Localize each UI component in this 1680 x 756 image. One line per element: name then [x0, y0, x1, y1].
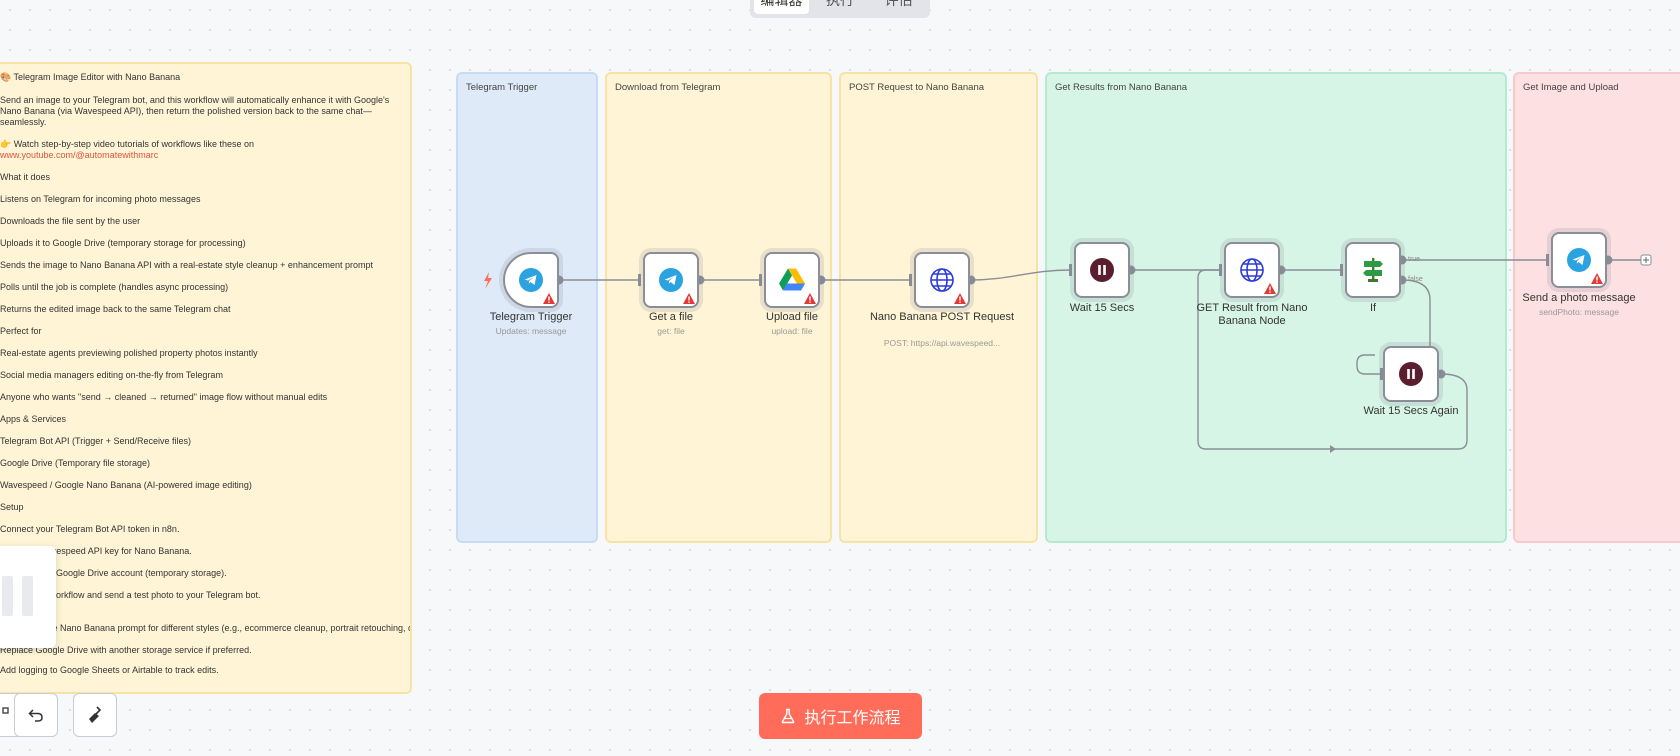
- note-line: Activate the workflow and send a test ph…: [0, 590, 261, 600]
- trigger-bolt-icon: [484, 272, 492, 289]
- warning-icon: [954, 293, 966, 304]
- node-wait-15-secs-again[interactable]: [1383, 346, 1439, 402]
- note-line-customize: Customize the Nano Banana prompt for dif…: [0, 623, 410, 633]
- node-wait-15-secs[interactable]: [1074, 242, 1130, 298]
- note-line-replace: Replace Google Drive with another storag…: [0, 645, 252, 655]
- node-label: Get a file: [648, 311, 694, 323]
- note-title: 🎨 Telegram Image Editor with Nano Banana: [0, 72, 181, 82]
- note-line: Returns the edited image back to the sam…: [0, 304, 231, 314]
- wire-wait-again-input: [1356, 354, 1382, 375]
- group-title: POST Request to Nano Banana: [849, 82, 985, 93]
- globe-icon: [1240, 258, 1264, 282]
- tab-editor[interactable]: 编辑器: [754, 0, 809, 14]
- note-line: Perfect for: [0, 326, 42, 336]
- note-line: Polls until the job is complete (handles…: [0, 282, 229, 292]
- execute-workflow-button[interactable]: 执行工作流程: [759, 693, 922, 739]
- pause-icon: [1090, 258, 1114, 282]
- node-subtitle: get: file: [657, 326, 685, 336]
- wire-loop-back: [1197, 269, 1468, 450]
- node-label: Telegram Trigger: [489, 311, 573, 323]
- warning-icon: [804, 293, 816, 304]
- warning-icon: [1591, 273, 1603, 284]
- node-label: GET Result from Nano Banana Node: [1196, 302, 1308, 327]
- node-subtitle: Updates: message: [495, 326, 567, 336]
- note-line: Apps & Services: [0, 414, 67, 424]
- note-line: Wavespeed / Google Nano Banana (AI-power…: [0, 480, 252, 490]
- group-title: Telegram Trigger: [466, 82, 538, 93]
- tab-executions[interactable]: 执行: [826, 0, 854, 8]
- undo-button[interactable]: [14, 693, 58, 737]
- globe-icon: [930, 268, 954, 292]
- note-line: Connect your Telegram Bot API token in n…: [0, 524, 180, 534]
- group-title: Get Results from Nano Banana: [1055, 82, 1188, 93]
- note-line: Sends the image to Nano Banana API with …: [0, 260, 373, 270]
- telegram-icon: [1567, 248, 1591, 272]
- node-telegram-trigger[interactable]: [503, 252, 559, 308]
- note-line: Social media managers editing on-the-fly…: [0, 370, 223, 380]
- description-body: 🎨 Telegram Image Editor with Nano Banana…: [0, 72, 410, 687]
- google-drive-icon: [779, 268, 805, 291]
- tidy-up-button[interactable]: [73, 693, 117, 737]
- node-subtitle: sendPhoto: message: [1539, 307, 1619, 317]
- group-title: Download from Telegram: [615, 82, 721, 93]
- note-line: Telegram Bot API (Trigger + Send/Receive…: [0, 436, 191, 446]
- note-line: Add your Wavespeed API key for Nano Bana…: [0, 546, 192, 556]
- undo-icon: [28, 709, 43, 722]
- note-intro: Send an image to your Telegram bot, and …: [0, 95, 390, 127]
- execute-workflow-label: 执行工作流程: [804, 710, 901, 727]
- tab-evaluations[interactable]: 评估: [884, 0, 913, 8]
- description-sticky-note[interactable]: 🎨 Telegram Image Editor with Nano Banana…: [0, 62, 412, 694]
- note-line: Google Drive (Temporary file storage): [0, 458, 151, 468]
- flask-icon: [782, 708, 795, 724]
- node-label: Upload file: [766, 311, 818, 323]
- note-line: Anyone who wants "send → cleaned → retur…: [0, 392, 328, 402]
- note-line: Setup: [0, 502, 24, 512]
- telegram-icon: [519, 268, 543, 292]
- node-get-a-file[interactable]: [643, 252, 699, 308]
- node-label: Nano Banana POST Request: [869, 311, 1015, 323]
- note-line: Real-estate agents previewing polished p…: [0, 348, 258, 358]
- minimap-card[interactable]: [0, 546, 56, 648]
- node-subtitle: POST: https://api.wavespeed...: [883, 338, 1001, 348]
- warning-icon: [543, 293, 555, 304]
- note-line: Downloads the file sent by the user: [0, 216, 141, 226]
- group-title: Get Image and Upload: [1523, 82, 1619, 93]
- node-label: Wait 15 Secs Again: [1363, 405, 1459, 417]
- warning-icon: [683, 293, 695, 304]
- note-line-logging: Add logging to Google Sheets or Airtable…: [0, 665, 219, 675]
- minimap-block: [2, 576, 13, 616]
- pause-icon: [1399, 362, 1423, 386]
- node-label: Send a photo message: [1522, 292, 1636, 304]
- group-get-image-upload[interactable]: Get Image and Upload: [1513, 72, 1680, 543]
- node-send-photo[interactable]: [1551, 232, 1607, 288]
- broom-icon: [89, 706, 102, 723]
- node-upload-file[interactable]: [764, 252, 820, 308]
- if-false-output-label: false: [1408, 276, 1423, 283]
- signpost-icon: [1363, 258, 1383, 282]
- warning-icon: [1264, 283, 1276, 294]
- note-line: Uploads it to Google Drive (temporary st…: [0, 238, 246, 248]
- node-get-result[interactable]: [1224, 242, 1280, 298]
- node-label: Wait 15 Secs: [1069, 302, 1135, 314]
- wire-if-false-wait-again: [1401, 279, 1431, 347]
- note-line: What it does: [0, 172, 51, 182]
- view-tabs: 编辑器 执行 评估: [750, 0, 930, 18]
- grid-icon: [2, 707, 9, 714]
- telegram-icon: [659, 268, 683, 292]
- note-watch: 👉 Watch step-by-step video tutorials of …: [0, 139, 254, 160]
- youtube-link[interactable]: www.youtube.com/@automatewithmarc: [0, 150, 159, 160]
- note-line: Listens on Telegram for incoming photo m…: [0, 194, 201, 204]
- note-line: Connect your Google Drive account (tempo…: [0, 568, 227, 578]
- if-true-output-label: true: [1408, 256, 1421, 263]
- minimap-block: [22, 576, 33, 616]
- node-nano-banana-post[interactable]: [914, 252, 970, 308]
- node-label: If: [1369, 302, 1377, 314]
- node-subtitle: upload: file: [771, 326, 813, 336]
- node-if[interactable]: [1345, 242, 1401, 298]
- wire-post-wait: [970, 269, 1072, 281]
